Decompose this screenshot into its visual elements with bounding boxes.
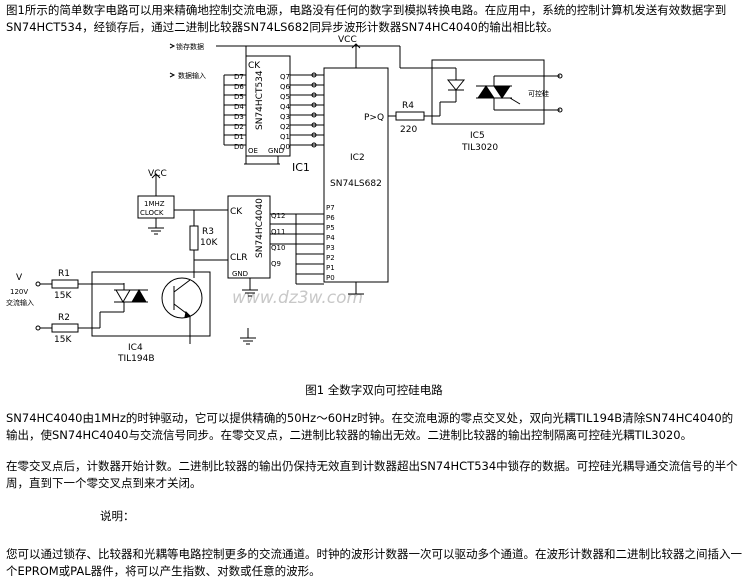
figure-caption: 图1 全数字双向可控硅电路 xyxy=(305,383,443,397)
ac-terminal-bottom xyxy=(35,325,41,331)
r1-resistor xyxy=(51,279,79,289)
r1-value-label: 15K xyxy=(54,291,72,301)
ic1-body xyxy=(245,55,291,157)
ic2-pin-p5: P5 xyxy=(326,224,335,232)
clock-freq-label: 1MHZ xyxy=(144,200,165,208)
ic2-pin-p7: P7 xyxy=(326,204,335,212)
ic2-ports: P7 P6 P5 P4 P3 P2 P1 P0 xyxy=(326,204,335,282)
r4-value-label: 220 xyxy=(400,125,417,135)
ic1-pin-d5: D5 xyxy=(234,93,244,101)
ic4-transistor-icon xyxy=(161,277,203,319)
triac-terminal-top xyxy=(557,73,563,79)
counter-to-p-bus xyxy=(270,213,324,285)
ic1-pin-q2: Q2 xyxy=(280,123,290,131)
ic1-pin-d2: D2 xyxy=(234,123,244,131)
body-paragraph-3: 您可以通过锁存、比较器和光耦等电路控制更多的交流通道。时钟的波形计数器一次可以驱… xyxy=(6,547,742,578)
ic1-pin-q0: Q0 xyxy=(280,143,290,151)
ic2-part-label: SN74LS682 xyxy=(330,179,382,189)
ic4-led-icon xyxy=(115,289,131,303)
ic1-ck-label: CK xyxy=(248,61,261,71)
ic1-part-label: SN74HCT534 xyxy=(255,70,265,130)
data-input-label: 数据输入 xyxy=(178,71,206,80)
ic1-gnd-label: GND xyxy=(268,147,284,155)
ic3-pin-q12: Q12 xyxy=(271,212,285,220)
ic3-gnd-label: GND xyxy=(232,270,248,278)
body-paragraph-1: SN74HC4040由1MHz的时钟驱动，它可以提供精确的50Hz～60Hz时钟… xyxy=(6,411,734,442)
r3-name-label: R3 xyxy=(202,227,214,237)
r3-value-label: 10K xyxy=(200,238,218,248)
ic2-pin-p6: P6 xyxy=(326,214,335,222)
data-input-arrow xyxy=(169,72,176,78)
ic1-pin-d1: D1 xyxy=(234,133,244,141)
ic1-pin-q3: Q3 xyxy=(280,113,290,121)
q-to-p-bus xyxy=(290,72,324,148)
ic2-pin-p1: P1 xyxy=(326,264,335,272)
clock-name-label: CLOCK xyxy=(140,209,164,217)
ic1-pin-d7: D7 xyxy=(234,73,244,81)
ic1-pin-d4: D4 xyxy=(234,103,244,111)
ic1-pin-q1: Q1 xyxy=(280,133,290,141)
vcc-arrow-ic2 xyxy=(351,43,361,49)
ic1-pin-q5: Q5 xyxy=(280,93,290,101)
r2-name-label: R2 xyxy=(58,313,70,323)
ic1-inputs: D7 D6 D5 D4 D3 D2 D1 D0 xyxy=(234,73,244,151)
note-label: 说明： xyxy=(100,509,135,523)
latch-strobe-line: 锁存数据 xyxy=(169,42,438,69)
r1-name-label: R1 xyxy=(58,269,70,279)
ic2-pq-label: P>Q xyxy=(364,113,384,123)
ic3-pin-q11: Q11 xyxy=(271,228,285,236)
ic5-triac-icon xyxy=(477,85,495,99)
ic1-outputs: Q7 Q6 Q5 Q4 Q3 Q2 Q1 Q0 xyxy=(280,73,291,151)
vcc-label-clock: VCC xyxy=(148,169,167,179)
ic1-pin-d0: D0 xyxy=(234,143,244,151)
ic1-name-label: IC1 xyxy=(292,161,310,174)
ic1-pin-d6: D6 xyxy=(234,83,244,91)
ic1-pin-d3: D3 xyxy=(234,113,244,121)
ic4-part-label: TIL194B xyxy=(117,354,155,364)
ic2-pin-p4: P4 xyxy=(326,234,335,242)
ac-120v-label: 120V xyxy=(10,288,28,296)
ic5-led-icon xyxy=(446,79,466,91)
latch-strobe-arrow xyxy=(169,43,176,49)
r4-resistor xyxy=(395,111,425,121)
r3-resistor xyxy=(189,225,199,251)
ic5-body xyxy=(431,59,545,125)
ac-input-label: 交流输入 xyxy=(6,298,34,307)
ic2-pin-p2: P2 xyxy=(326,254,335,262)
ic3-body xyxy=(227,195,271,279)
triac-terminal-bottom xyxy=(557,107,563,113)
ic1-pin-q7: Q7 xyxy=(280,73,290,81)
ic4-name-label: IC4 xyxy=(128,343,143,353)
r2-resistor xyxy=(51,323,79,333)
ic5-name-label: IC5 xyxy=(470,131,485,141)
latch-strobe-label: 锁存数据 xyxy=(176,42,204,51)
ic1-oe-label: OE xyxy=(248,147,258,155)
body-paragraph-2: 在零交叉点后，计数器开始计数。二进制比较器的输出仍保持无效直到计数器超出SN74… xyxy=(6,459,738,490)
data-input-bus: 数据输入 xyxy=(169,71,246,146)
ic1-pin-q4: Q4 xyxy=(280,103,291,111)
vcc-label-ic2: VCC xyxy=(338,35,357,45)
ic3-pin-q9: Q9 xyxy=(271,260,281,268)
ac-voltage-label: V xyxy=(16,273,23,283)
ic1-pin-q6: Q6 xyxy=(280,83,291,91)
intro-paragraph: 图1所示的简单数字电路可以用来精确地控制交流电源，电路没有任何的数字到模拟转换电… xyxy=(6,3,727,34)
ic2-pin-p3: P3 xyxy=(326,244,335,252)
controlled-ac-label: 可控硅 xyxy=(528,89,549,98)
watermark: www.dz3w.com xyxy=(232,288,363,308)
ic3-ck-label: CK xyxy=(230,207,243,217)
circuit-schematic: www.dz3w.com CK SN74HCT534 OE GND IC1 D7… xyxy=(6,35,563,364)
ic3-pin-q10: Q10 xyxy=(271,244,285,252)
ac-terminal-top xyxy=(35,281,41,287)
ic5-part-label: TIL3020 xyxy=(461,143,498,153)
r2-value-label: 15K xyxy=(54,335,72,345)
ic3-clr-label: CLR xyxy=(230,253,248,263)
ic2-pin-p0: P0 xyxy=(326,274,335,282)
ic2-name-label: IC2 xyxy=(350,153,365,163)
ic3-part-label: SN74HC4040 xyxy=(255,198,265,258)
ic4-body xyxy=(91,271,211,337)
r4-name-label: R4 xyxy=(402,101,414,111)
